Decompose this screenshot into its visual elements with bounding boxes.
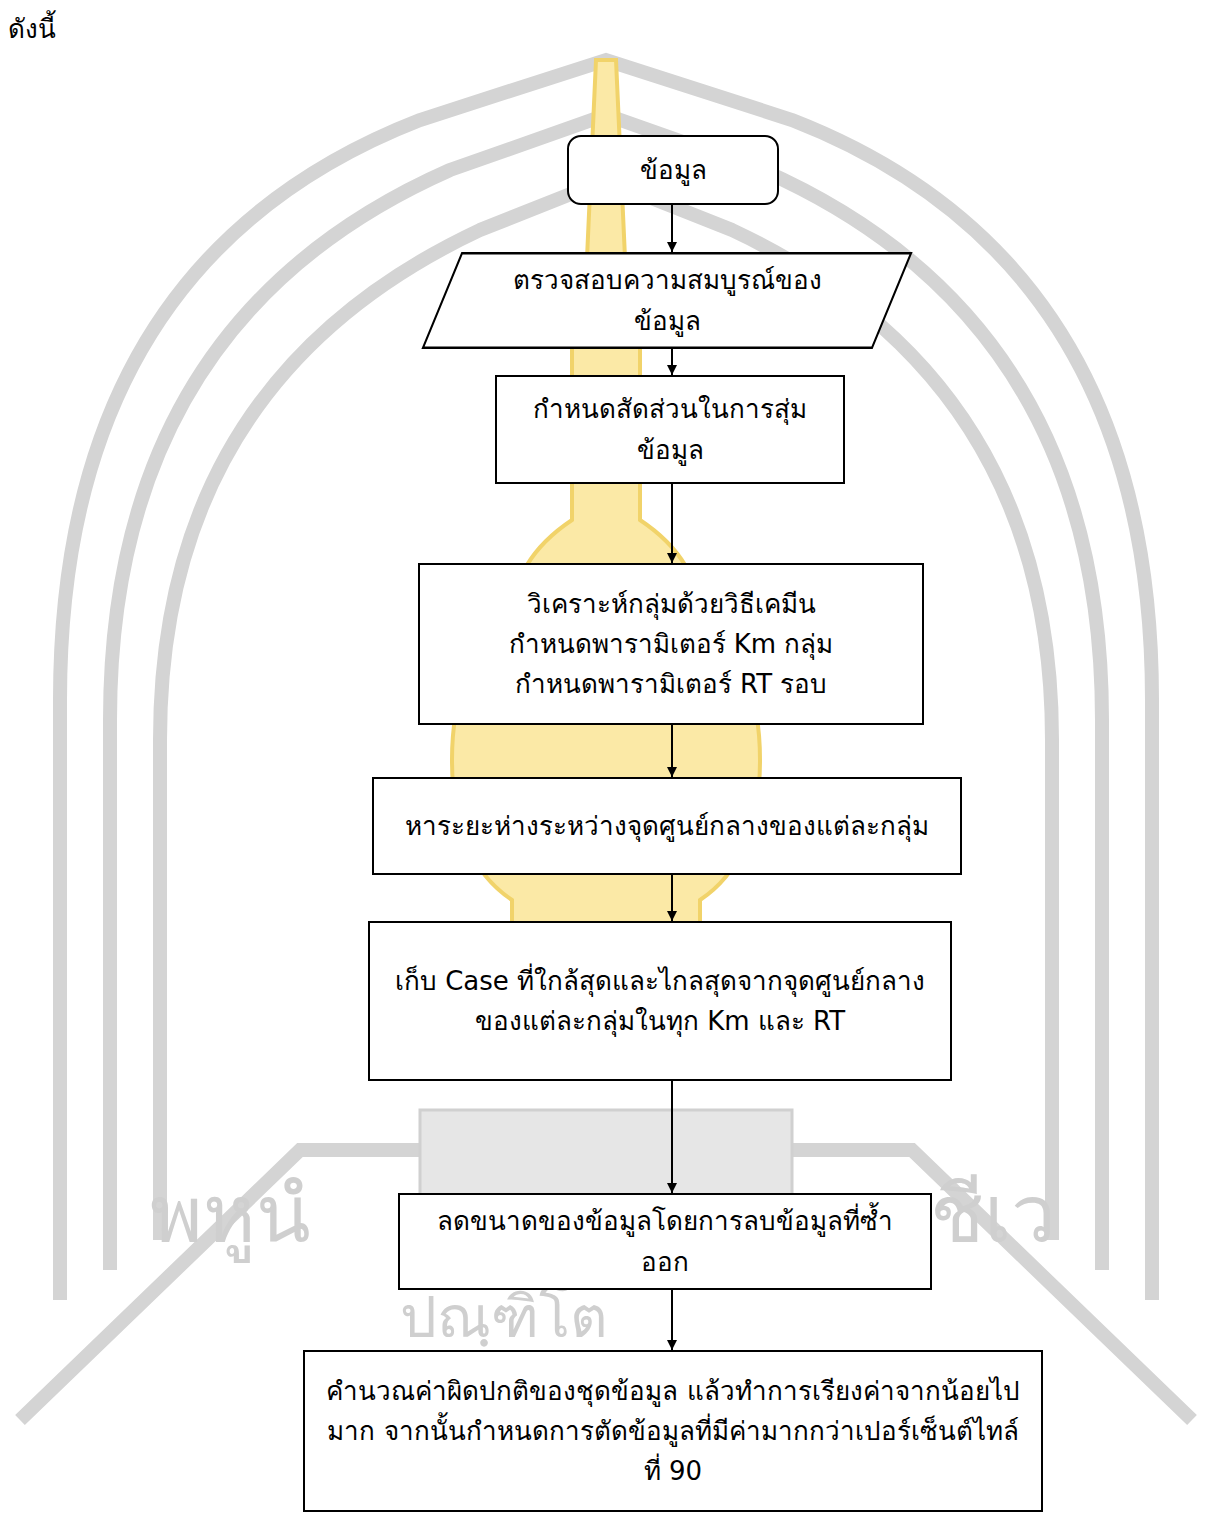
intro-text: ดังนี้ <box>8 8 56 49</box>
watermark-text: ชีเว <box>930 1150 1056 1277</box>
flow-arrow <box>671 875 673 921</box>
node-text: หาระยะห่างระหว่างจุดศูนย์กลางของแต่ละกลุ… <box>405 806 929 846</box>
node-text: กำหนดสัดส่วนในการสุ่มข้อมูล <box>511 389 829 470</box>
flow-arrow <box>671 205 673 252</box>
flow-arrow <box>671 349 673 375</box>
terminal-box: ข้อมูล <box>567 135 779 205</box>
process-box: หาระยะห่างระหว่างจุดศูนย์กลางของแต่ละกลุ… <box>372 777 962 875</box>
node-text: ตรวจสอบความสมบูรณ์ของข้อมูล <box>482 260 852 341</box>
flow-arrow <box>671 1081 673 1193</box>
process-box: กำหนดสัดส่วนในการสุ่มข้อมูล <box>495 375 845 484</box>
process-box: เก็บ Case ที่ใกล้สุดและไกลสุดจากจุดศูนย์… <box>368 921 952 1081</box>
node-text: กำหนดพารามิเตอร์ Km กลุ่ม <box>509 624 834 664</box>
node-text: วิเคราะห์กลุ่มด้วยวิธีเคมีน <box>527 584 816 624</box>
process-box: คำนวณค่าผิดปกติของชุดข้อมูล แล้วทำการเรี… <box>303 1350 1043 1512</box>
node-text: กำหนดพารามิเตอร์ RT รอบ <box>515 664 828 704</box>
node-text: คำนวณค่าผิดปกติของชุดข้อมูล แล้วทำการเรี… <box>319 1371 1027 1492</box>
flow-arrow <box>671 1290 673 1350</box>
watermark-text: พหูนํ <box>150 1150 311 1277</box>
node-text: ลดขนาดของข้อมูลโดยการลบข้อมูลที่ซ้ำออก <box>414 1201 916 1282</box>
node-text: เก็บ Case ที่ใกล้สุดและไกลสุดจากจุดศูนย์… <box>384 961 936 1042</box>
process-box: วิเคราะห์กลุ่มด้วยวิธีเคมีนกำหนดพารามิเต… <box>418 563 924 725</box>
input-parallelogram: ตรวจสอบความสมบูรณ์ของข้อมูล <box>422 252 912 349</box>
flow-arrow <box>671 484 673 563</box>
node-text: ข้อมูล <box>640 150 707 190</box>
flow-arrow <box>671 725 673 777</box>
process-box: ลดขนาดของข้อมูลโดยการลบข้อมูลที่ซ้ำออก <box>398 1193 932 1290</box>
